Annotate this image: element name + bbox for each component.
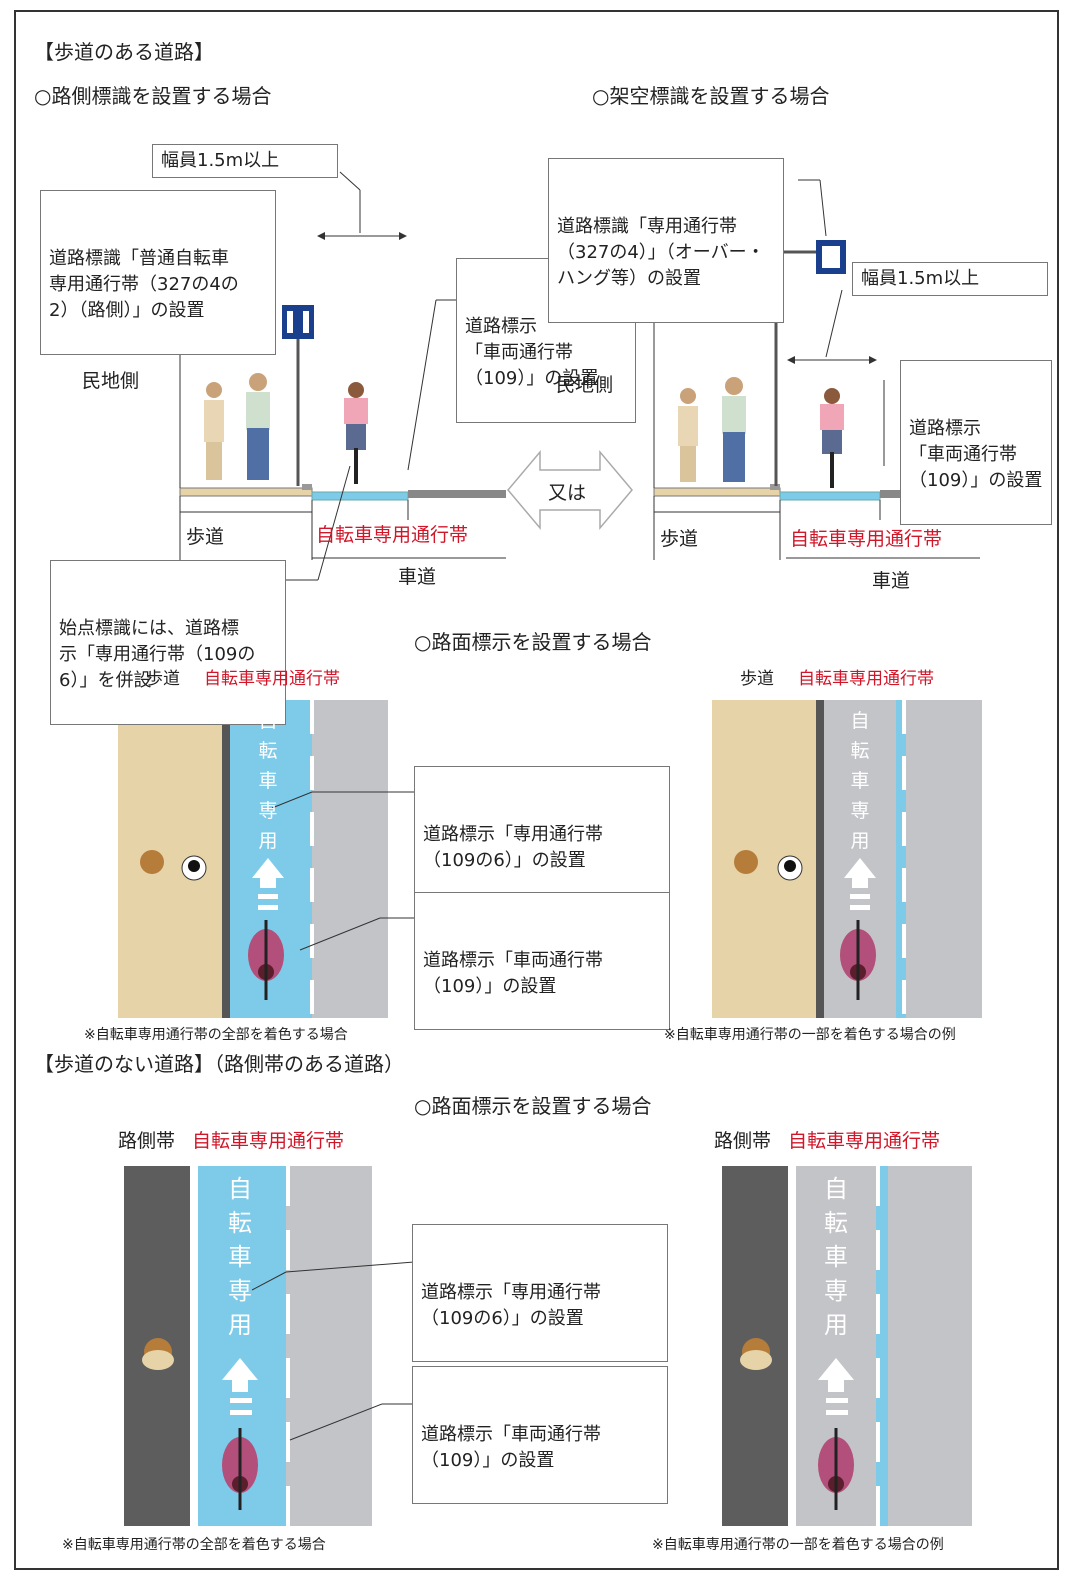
note-partial-color-bottom: ※自転車専用通行帯の一部を着色する場合の例 xyxy=(652,1537,944,1553)
plan-view-shoulder-partial-color xyxy=(722,1166,972,1526)
note-partial-color-mid: ※自転車専用通行帯の一部を着色する場合の例 xyxy=(664,1027,956,1043)
mid-right-header-bike-lane: 自転車専用通行帯 xyxy=(798,669,934,689)
lane-text-bottom-right: 自転車専用 xyxy=(824,1175,848,1339)
cyclist-icon xyxy=(344,382,368,484)
callout-vehicle-lane-mid: 道路標示「車両通行帯（109）」の設置 xyxy=(414,892,670,1031)
heading-overhead-sign: ○架空標識を設置する場合 xyxy=(592,84,830,108)
bottom-right-header-bike-lane: 自転車専用通行帯 xyxy=(788,1130,941,1152)
mid-right-header-sidewalk: 歩道 xyxy=(740,669,774,689)
bottom-right-header-shoulder: 路側帯 xyxy=(714,1130,772,1152)
roadway-label-right: 車道 xyxy=(872,570,911,592)
section-title-with-sidewalk: 【歩道のある道路】 xyxy=(34,40,214,64)
plan-view-partial-color xyxy=(712,700,982,1018)
note-full-color-mid: ※自転車専用通行帯の全部を着色する場合 xyxy=(84,1027,348,1043)
width-label-left: 幅員1.5m以上 xyxy=(152,144,338,179)
lane-text-bottom-left: 自転車専用 xyxy=(228,1175,252,1339)
sidewalk-label-left: 歩道 xyxy=(186,526,225,548)
lane-text-mid-right: 自転車専用 xyxy=(850,710,870,852)
lane-text-mid-left: 自転車専用 xyxy=(258,710,278,852)
callout-exclusive-lane-mid: 道路標示「専用通行帯（109の6）」の設置 xyxy=(414,766,670,905)
width-label-right: 幅員1.5m以上 xyxy=(852,262,1048,297)
bottom-left-header-shoulder: 路側帯 xyxy=(118,1130,176,1152)
plan-view-full-color xyxy=(118,700,414,1018)
heading-roadside-sign: ○路側標識を設置する場合 xyxy=(34,84,272,108)
section-title-without-sidewalk: 【歩道のない道路】（路側帯のある道路） xyxy=(34,1052,404,1076)
heading-road-marking: ○路面標示を設置する場合 xyxy=(414,630,652,654)
sidewalk-label-right: 歩道 xyxy=(660,528,699,550)
plan-view-shoulder-full-color xyxy=(124,1166,415,1526)
mid-left-header-sidewalk: 歩道 xyxy=(146,669,180,689)
or-label: 又は xyxy=(548,482,587,504)
pedestrian-icon xyxy=(204,373,270,480)
bike-lane-label-right: 自転車専用通行帯 xyxy=(790,528,943,550)
callout-vehicle-lane-bottom: 道路標示「車両通行帯（109）」の設置 xyxy=(412,1366,668,1505)
mid-left-header-bike-lane: 自転車専用通行帯 xyxy=(204,669,340,689)
heading-road-marking-2: ○路面標示を設置する場合 xyxy=(414,1094,652,1118)
private-side-label-left: 民地側 xyxy=(82,370,140,392)
callout-exclusive-lane-bottom: 道路標示「専用通行帯（109の6）」の設置 xyxy=(412,1224,668,1363)
diagram-frame xyxy=(14,10,1059,1570)
bike-lane-label-left: 自転車専用通行帯 xyxy=(316,524,469,546)
or-arrow xyxy=(507,449,633,531)
callout-overhead-sign: 道路標識「専用通行帯（327の4）」（オーバー・ハング等）の設置 xyxy=(548,158,784,323)
bottom-left-header-bike-lane: 自転車専用通行帯 xyxy=(192,1130,345,1152)
private-side-label-right: 民地側 xyxy=(556,374,614,396)
roadway-label-left: 車道 xyxy=(398,566,437,588)
callout-vehicle-lane-marking-right: 道路標示「車両通行帯（109）」の設置 xyxy=(900,360,1052,525)
note-full-color-bottom: ※自転車専用通行帯の全部を着色する場合 xyxy=(62,1537,326,1553)
